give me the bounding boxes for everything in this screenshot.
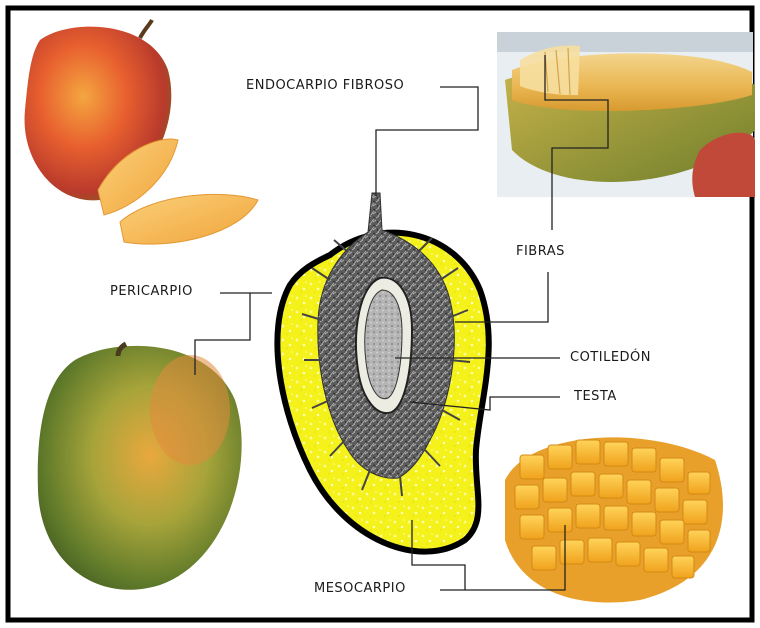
- label-pericarpio: PERICARPIO: [110, 284, 193, 300]
- label-mesocarpio: MESOCARPIO: [314, 581, 406, 597]
- label-cotiledon: COTILEDÓN: [570, 350, 651, 366]
- label-fibras: FIBRAS: [516, 244, 565, 260]
- label-testa: TESTA: [574, 389, 617, 405]
- cubed-mango-photo: [505, 437, 723, 602]
- cotyledon: [365, 290, 402, 399]
- cut-mango-fibers-photo: [497, 32, 755, 197]
- label-endocarpio-fibroso: ENDOCARPIO FIBROSO: [246, 78, 404, 94]
